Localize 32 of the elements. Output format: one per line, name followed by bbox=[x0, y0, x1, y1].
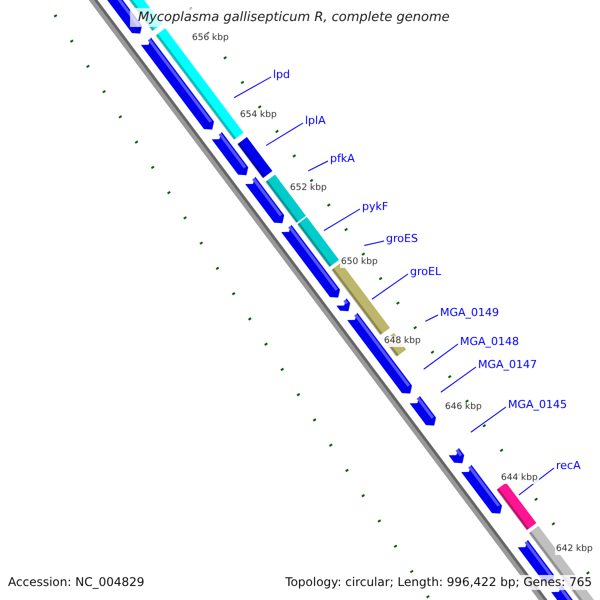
gene-label: pfkA bbox=[330, 152, 355, 165]
leader-line bbox=[424, 314, 438, 322]
gene-label: pykF bbox=[362, 200, 388, 213]
leader-line bbox=[266, 122, 304, 146]
scale-label: 648 kbp bbox=[383, 336, 422, 347]
leader-line bbox=[423, 344, 458, 370]
leader-line bbox=[308, 160, 328, 172]
gene-label: MGA_0145 bbox=[508, 398, 568, 411]
topology-text: Topology: circular; Length: 996,422 bp; Genes: 765 bbox=[285, 575, 592, 590]
leader-line bbox=[372, 274, 408, 300]
scale-label: 642 kbp bbox=[555, 544, 594, 555]
gene-label: groEL bbox=[410, 265, 442, 278]
scale-label: 652 kbp bbox=[289, 183, 328, 194]
scale-label: 644 kbp bbox=[500, 473, 539, 484]
accession-text: Accession: NC_004829 bbox=[8, 575, 144, 590]
gene-label: MGA_0149 bbox=[440, 306, 500, 319]
leader-line bbox=[324, 208, 360, 232]
leader-line bbox=[364, 240, 384, 246]
gene-label: lplA bbox=[305, 114, 326, 127]
leader-line bbox=[470, 406, 506, 433]
leader-line bbox=[234, 76, 272, 98]
scale-label: 650 kbp bbox=[340, 257, 379, 268]
scale-label: 646 kbp bbox=[444, 402, 483, 413]
scale-label: 656 kbp bbox=[191, 33, 230, 44]
gene-label: MGA_0148 bbox=[460, 335, 520, 348]
gene-label: recA bbox=[556, 459, 581, 472]
leader-line bbox=[518, 468, 554, 496]
gene-label: MGA_0147 bbox=[478, 358, 538, 371]
leader-line bbox=[440, 366, 476, 393]
gene-label: lpd bbox=[273, 68, 290, 81]
gene-label: groES bbox=[386, 232, 418, 245]
scale-label: 654 kbp bbox=[239, 110, 278, 121]
